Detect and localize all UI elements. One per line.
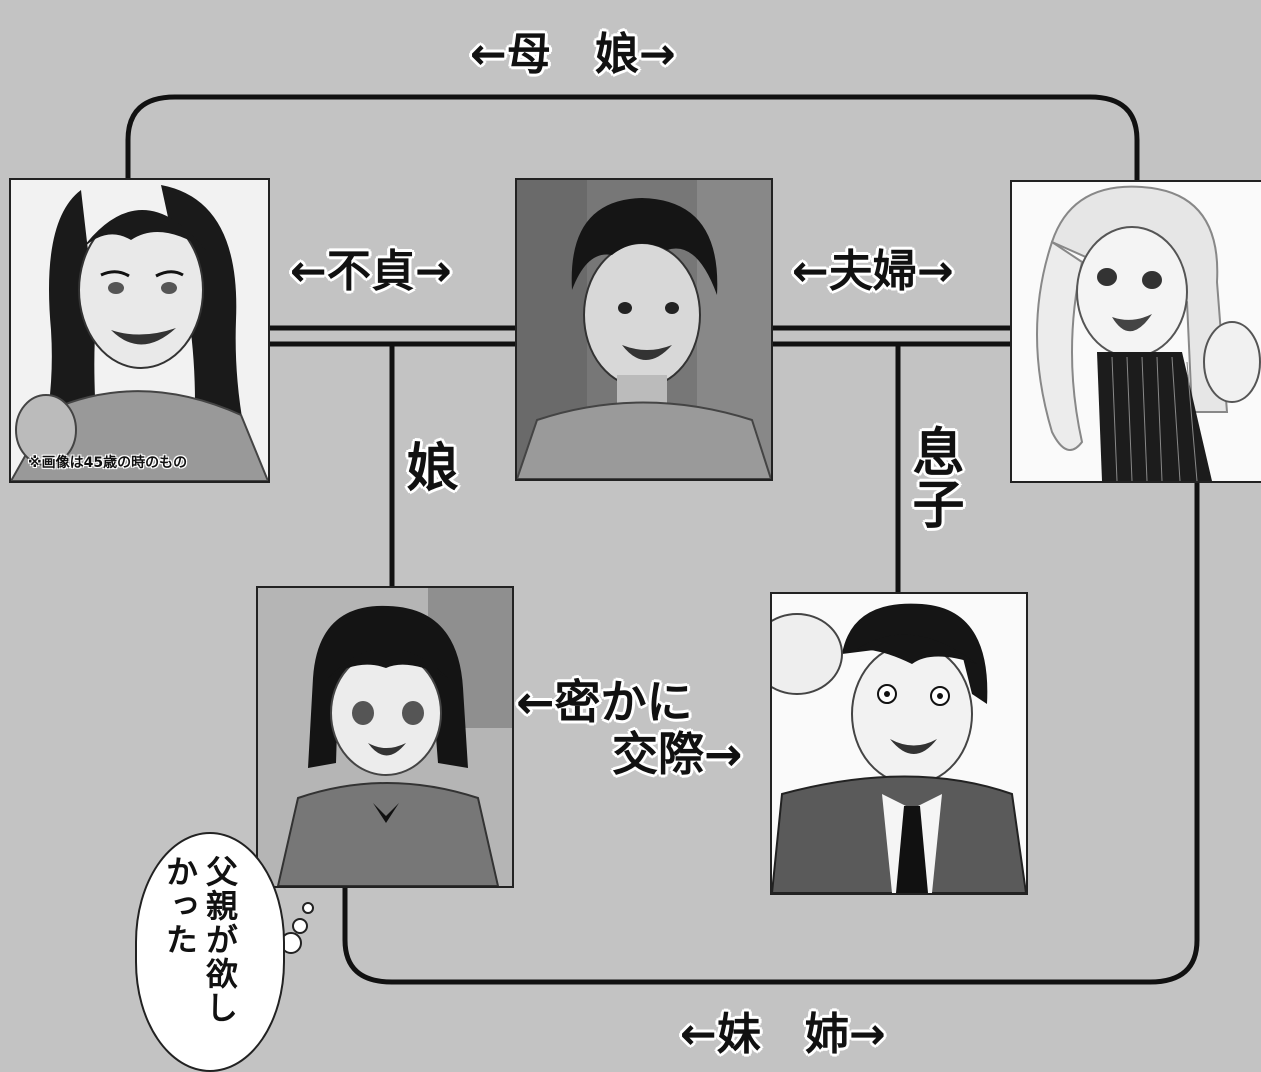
portrait-father (515, 178, 773, 481)
label-affair: ←不貞→ (290, 246, 452, 297)
son-illustration (772, 603, 1026, 893)
portrait-son (770, 592, 1028, 895)
label-daughter: 娘 (397, 440, 457, 492)
mother-daughter-connector (125, 94, 1140, 180)
daughter-illustration (258, 588, 512, 886)
label-secret-dating-1: ←密かに (516, 675, 693, 729)
grandmother-illustration (11, 185, 268, 481)
portrait-daughter (256, 586, 514, 888)
image-note: ※画像は45歳の時のもの (28, 455, 188, 471)
label-couple: ←夫婦→ (792, 246, 954, 297)
label-son: 息子 (903, 425, 963, 529)
thought-bubble (135, 832, 285, 1072)
mother-illustration (1036, 185, 1261, 481)
thought-dot-medium (292, 918, 308, 934)
sisters-connector (342, 482, 1200, 985)
label-mother-daughter: ←母 娘→ (470, 29, 676, 80)
thought-dot-small (302, 902, 314, 914)
thought-bubble-text: 父親が欲しかった (161, 855, 239, 1025)
portrait-mother (1010, 180, 1261, 483)
portrait-grandmother (9, 178, 270, 483)
father-illustration (517, 180, 771, 479)
label-secret-dating-2: 交際→ (612, 727, 743, 781)
label-sisters: ←妹 姉→ (680, 1009, 886, 1060)
